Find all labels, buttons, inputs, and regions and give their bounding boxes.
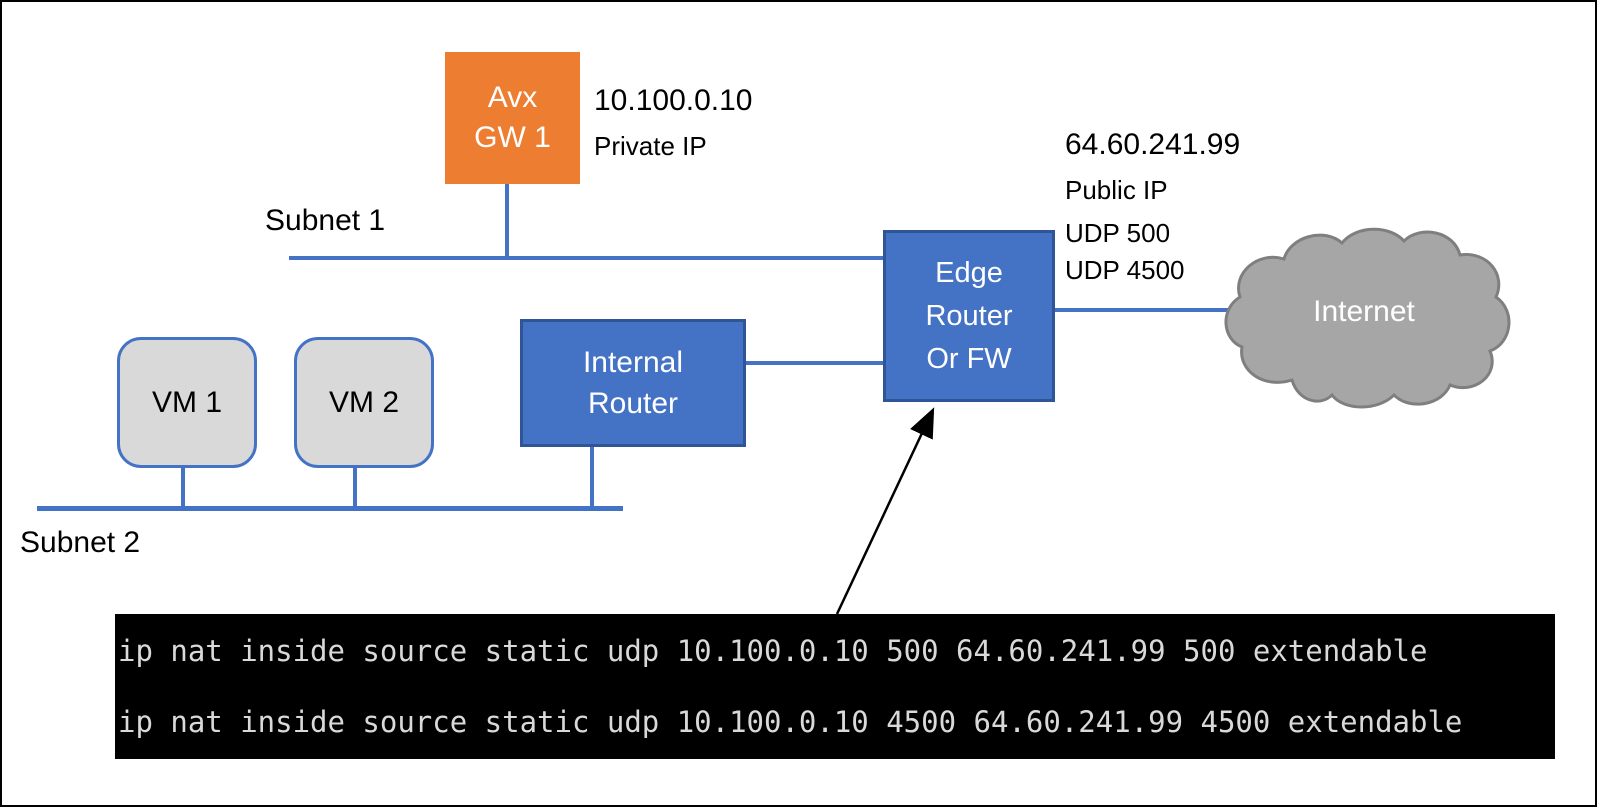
cloud-icon [1224, 227, 1511, 409]
avx-gw1-label-line2: GW 1 [474, 121, 551, 154]
vm2-label: VM 2 [328, 385, 400, 419]
edge-router-label-line2: Router [925, 299, 1013, 332]
vm1-label: VM 1 [151, 385, 223, 419]
internet-label: Internet [1313, 295, 1415, 328]
udp-4500-label: UDP 4500 [1065, 255, 1185, 285]
internal-router-to-subnet2-line [590, 447, 594, 510]
public-ip-address-label: 64.60.241.99 [1065, 128, 1241, 161]
internal-router-label-line1: Internal [582, 346, 684, 379]
subnet2-label: Subnet 2 [20, 526, 141, 559]
nat-config-line-2: ip nat inside source static udp 10.100.0… [118, 705, 1463, 739]
subnet2-bus-line [37, 506, 623, 511]
terminal-to-edge-arrow [817, 400, 957, 620]
arrow-icon [835, 407, 935, 615]
subnet1-label: Subnet 1 [265, 204, 386, 237]
vm2-to-subnet2-line [353, 468, 357, 510]
internet-cloud-node: Internet [1214, 217, 1514, 417]
nat-config-line-1: ip nat inside source static udp 10.100.0… [118, 634, 1428, 668]
nat-config-terminal: ip nat inside source static udp 10.100.0… [115, 614, 1555, 759]
private-ip-address-label: 10.100.0.10 [594, 84, 753, 117]
edge-to-internet-line [1055, 308, 1263, 312]
internal-router-node: Internal Router [520, 319, 746, 447]
public-ip-caption-label: Public IP [1065, 175, 1168, 205]
avx-gw1-node: Avx GW 1 [445, 52, 580, 184]
private-ip-caption-label: Private IP [594, 131, 707, 161]
subnet1-bus-line [289, 256, 883, 260]
vm1-node: VM 1 [117, 337, 257, 468]
edge-router-label-line3: Or FW [926, 342, 1012, 375]
internal-router-to-edge-line [746, 361, 883, 365]
avx-to-subnet1-line [505, 184, 509, 258]
edge-router-node: Edge Router Or FW [883, 230, 1055, 402]
udp-500-label: UDP 500 [1065, 218, 1171, 248]
edge-router-label-line1: Edge [935, 256, 1003, 289]
vm1-to-subnet2-line [181, 468, 185, 510]
vm2-node: VM 2 [294, 337, 434, 468]
avx-gw1-label-line1: Avx [487, 81, 538, 114]
internal-router-label-line2: Router [587, 387, 679, 420]
